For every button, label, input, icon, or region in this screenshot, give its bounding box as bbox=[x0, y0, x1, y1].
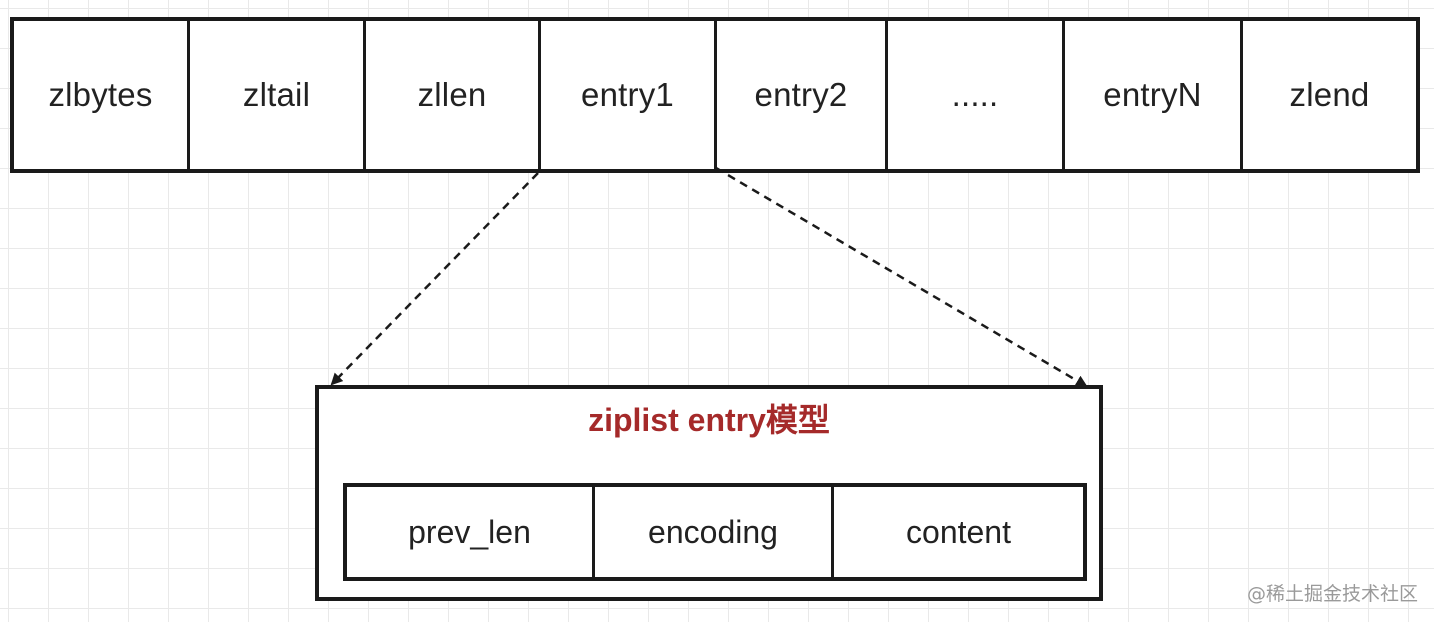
entry-field-content: content bbox=[906, 513, 1011, 550]
entry-field-encoding: encoding bbox=[595, 487, 834, 577]
entry-fields-row: prev_len encoding content bbox=[343, 483, 1087, 581]
entry-field-prev-len: prev_len bbox=[347, 487, 595, 577]
ziplist-cell-entry1: entry1 bbox=[541, 21, 717, 169]
watermark: @稀土掘金技术社区 bbox=[1246, 583, 1418, 605]
right-dashed-arrow bbox=[715, 166, 1088, 388]
ziplist-cell-entry2: entry2 bbox=[717, 21, 888, 169]
ziplist-cell-zlend: zlend bbox=[1289, 76, 1370, 113]
left-dashed-arrow bbox=[330, 172, 539, 386]
ziplist-cell-zltail: zltail bbox=[190, 21, 366, 169]
ziplist-cell-zllen: zllen bbox=[366, 21, 541, 169]
ziplist-cell-zlbytes: zlbytes bbox=[14, 21, 190, 169]
ziplist-row: zlbytes zltail zllen entry1 entry2 .....… bbox=[10, 17, 1420, 173]
ziplist-cell-ellipsis: ..... bbox=[888, 21, 1065, 169]
entry-model-box: ziplist entry模型 prev_len encoding conten… bbox=[315, 385, 1103, 601]
entry-model-title: ziplist entry模型 bbox=[588, 402, 830, 438]
ziplist-cell-entryN: entryN bbox=[1065, 21, 1243, 169]
